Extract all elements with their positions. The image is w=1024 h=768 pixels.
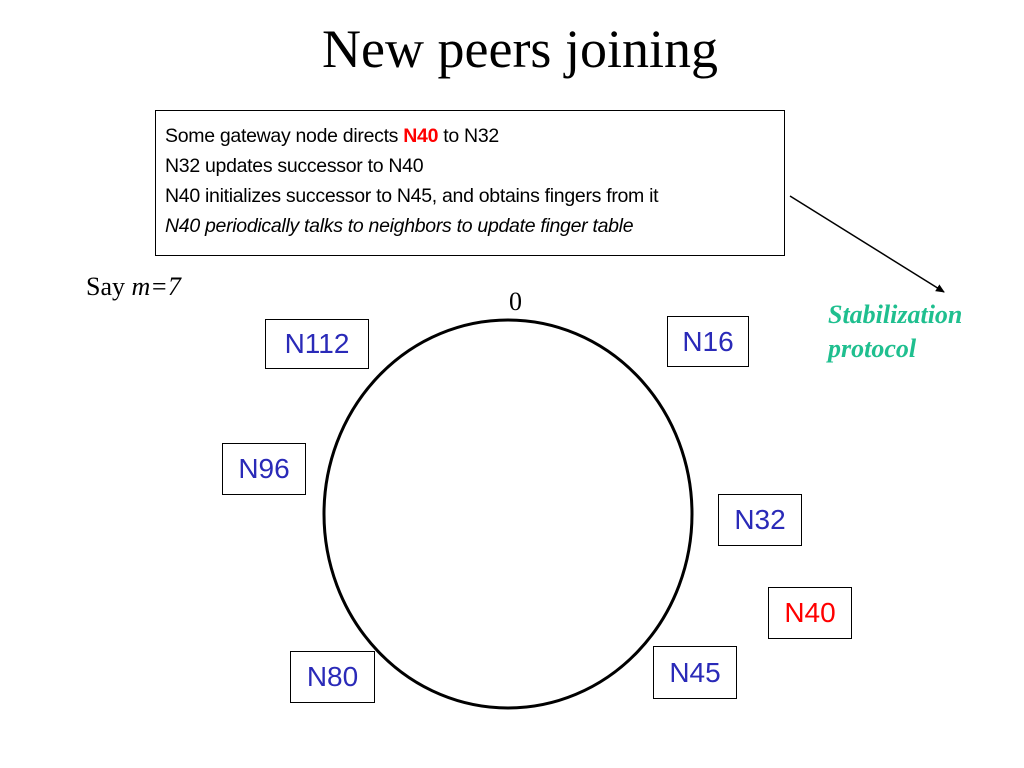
node-n32: N32 [718,494,802,546]
stabilization-arrow [789,195,945,293]
description-line-2: N32 updates successor to N40 [165,155,424,177]
ring-zero-label: 0 [509,287,522,316]
node-n96: N96 [222,443,306,495]
description-line-1: Some gateway node directs N40 to N32 [165,125,499,147]
m-value: m=7 [131,272,181,301]
slide-title: New peers joining [322,19,718,79]
node-n45: N45 [653,646,737,699]
highlight-n40: N40 [403,125,439,147]
node-n40: N40 [768,587,852,639]
node-n16: N16 [667,316,749,367]
node-n112: N112 [265,319,369,369]
stabilization-protocol-label: Stabilization protocol [828,300,963,363]
description-line-4: N40 periodically talks to neighbors to u… [165,215,634,237]
description-box: Some gateway node directs N40 to N32 N32… [155,110,785,256]
description-line-3: N40 initializes successor to N45, and ob… [165,185,659,207]
node-n80: N80 [290,651,375,703]
say-m-label: Say m=7 [86,272,181,301]
chord-ring [322,318,694,710]
